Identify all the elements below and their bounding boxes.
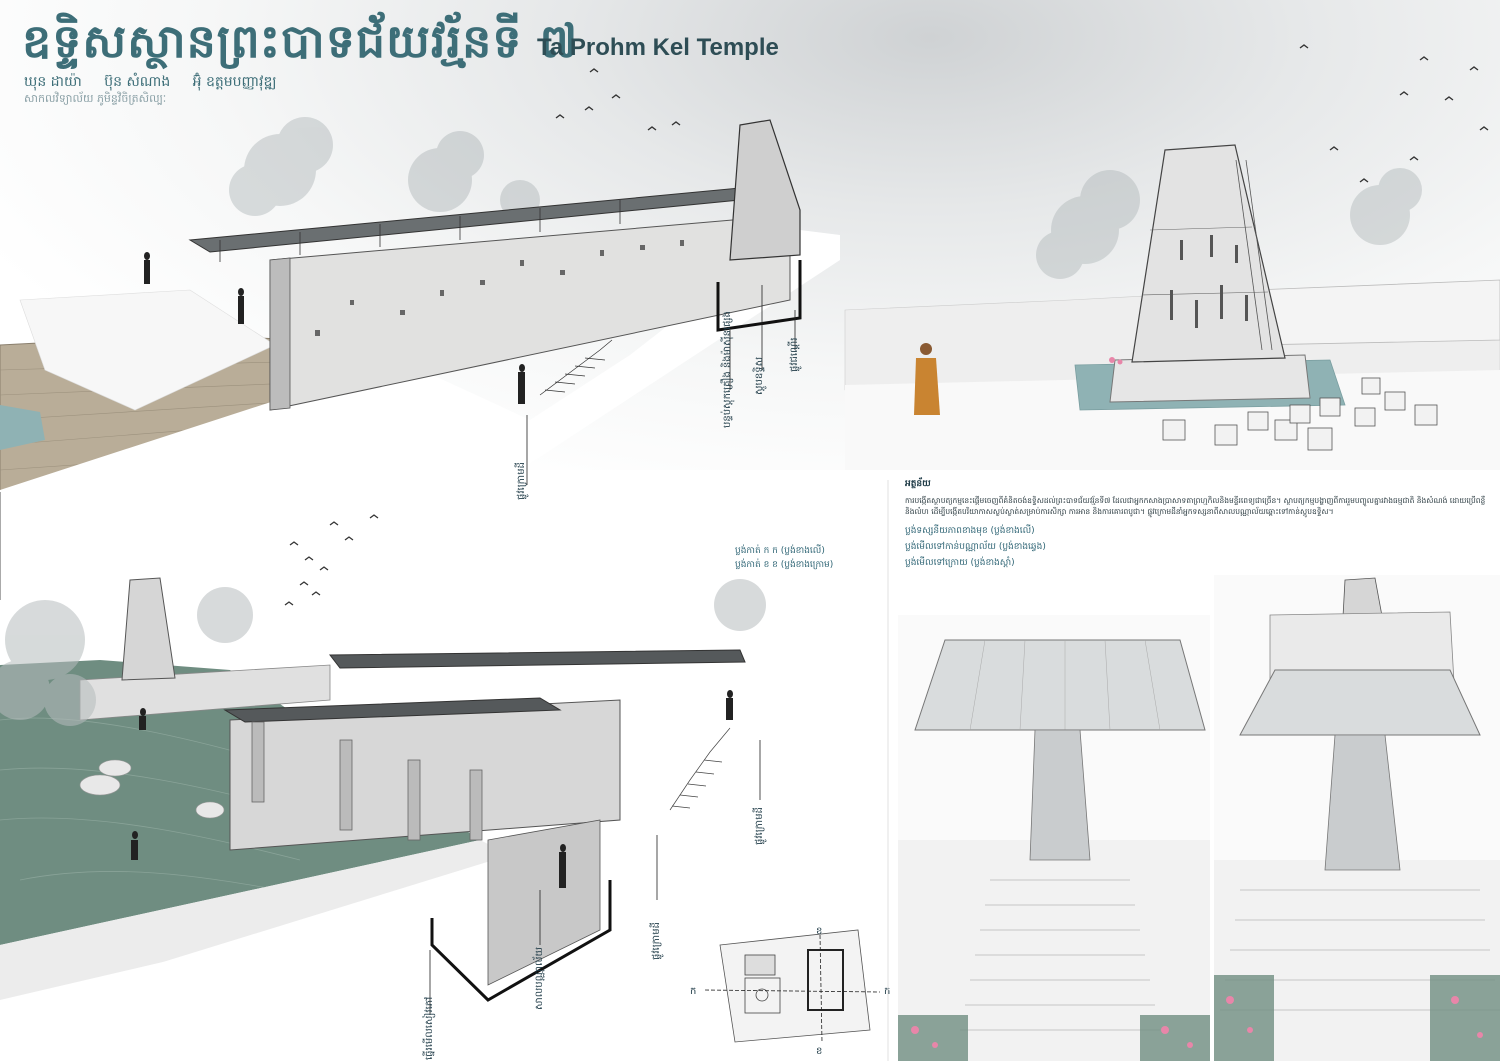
roof-pergola (223, 697, 562, 723)
canopy-roof (1239, 669, 1481, 736)
seat-blocks (1162, 377, 1438, 451)
title-english: Ta Prohm Kel Temple (537, 34, 779, 61)
bird-icon (284, 514, 379, 606)
ground-cut (0, 230, 840, 590)
view-link-library: ប្លង់មើលទៅកាន់បណ្ណាល័យ (ប្លង់ខាងឆ្វេង) (905, 542, 1046, 552)
view-link-front: ប្លង់ទស្សនីយភាពខាងមុខ (ប្លង់ខាងលើ) (905, 526, 1035, 536)
lotus-icon (1109, 357, 1123, 365)
affiliation: សាកលវិទ្យាល័យ ភូមិន្ទវិចិត្រសិល្បៈ (24, 92, 167, 105)
canopy-roof (914, 639, 1206, 731)
wall-openings (315, 240, 684, 336)
key-mark-b-top: ខ (816, 926, 823, 937)
bird-icon (1299, 44, 1489, 183)
underground-box (430, 880, 612, 1002)
stupa-slits (1170, 235, 1248, 328)
lotus-icon (911, 1026, 1193, 1048)
person-icon (144, 252, 525, 404)
section-ref-aa: ប្លង់កាត់ ក ក (ប្លង់ខាងលើ) (735, 546, 825, 556)
bird-icon (555, 68, 681, 131)
key-mark-a-left: ក (690, 986, 697, 997)
lotus-icon (1226, 996, 1483, 1038)
key-mark-a-right: ក (884, 986, 891, 997)
description-heading: អត្ថន័យ (905, 479, 931, 489)
description-paragraph: ការបង្កើតស្ថាបត្យកម្មនេះផ្តើមចេញពីគំនិតច… (905, 496, 1486, 516)
person-icon (914, 343, 940, 415)
view-link-back: ប្លង់មើលទៅក្រោយ (ប្លង់ខាងស្តាំ) (905, 558, 1015, 568)
author-list: ឃុន ដាយ៉ា ប៊ុន សំណាង អ៊ុំ ឧត្តមបញ្ញាវុឌ្… (24, 72, 295, 93)
author-2: ប៊ុន សំណាង (104, 74, 171, 90)
stair (539, 339, 613, 396)
stupa-icon (121, 577, 176, 681)
tower-section (729, 119, 801, 261)
section-ref-bb: ប្លង់កាត់ ខ ខ (ប្លង់ខាងក្រោម) (735, 560, 834, 570)
tree-icon (229, 117, 540, 220)
pool (0, 405, 45, 450)
author-3: អ៊ុំ ឧត្តមបញ្ញាវុឌ្ឍ (192, 74, 277, 90)
tree-icon (1036, 168, 1422, 279)
description-panel: អត្ថន័យ ការបង្កើតស្ថាបត្យកម្មនេះផ្តើមចេញ… (905, 478, 1490, 570)
key-mark-b-bottom: ខ (816, 1046, 823, 1057)
author-1: ឃុន ដាយ៉ា (24, 74, 82, 90)
tree-icon (0, 579, 766, 726)
title-khmer: ឧទ្ទិសស្ថានព្រះបាទជ័យវរ្ម័នទី ៧ (22, 14, 579, 68)
person-icon (131, 690, 733, 888)
stair (669, 727, 731, 811)
